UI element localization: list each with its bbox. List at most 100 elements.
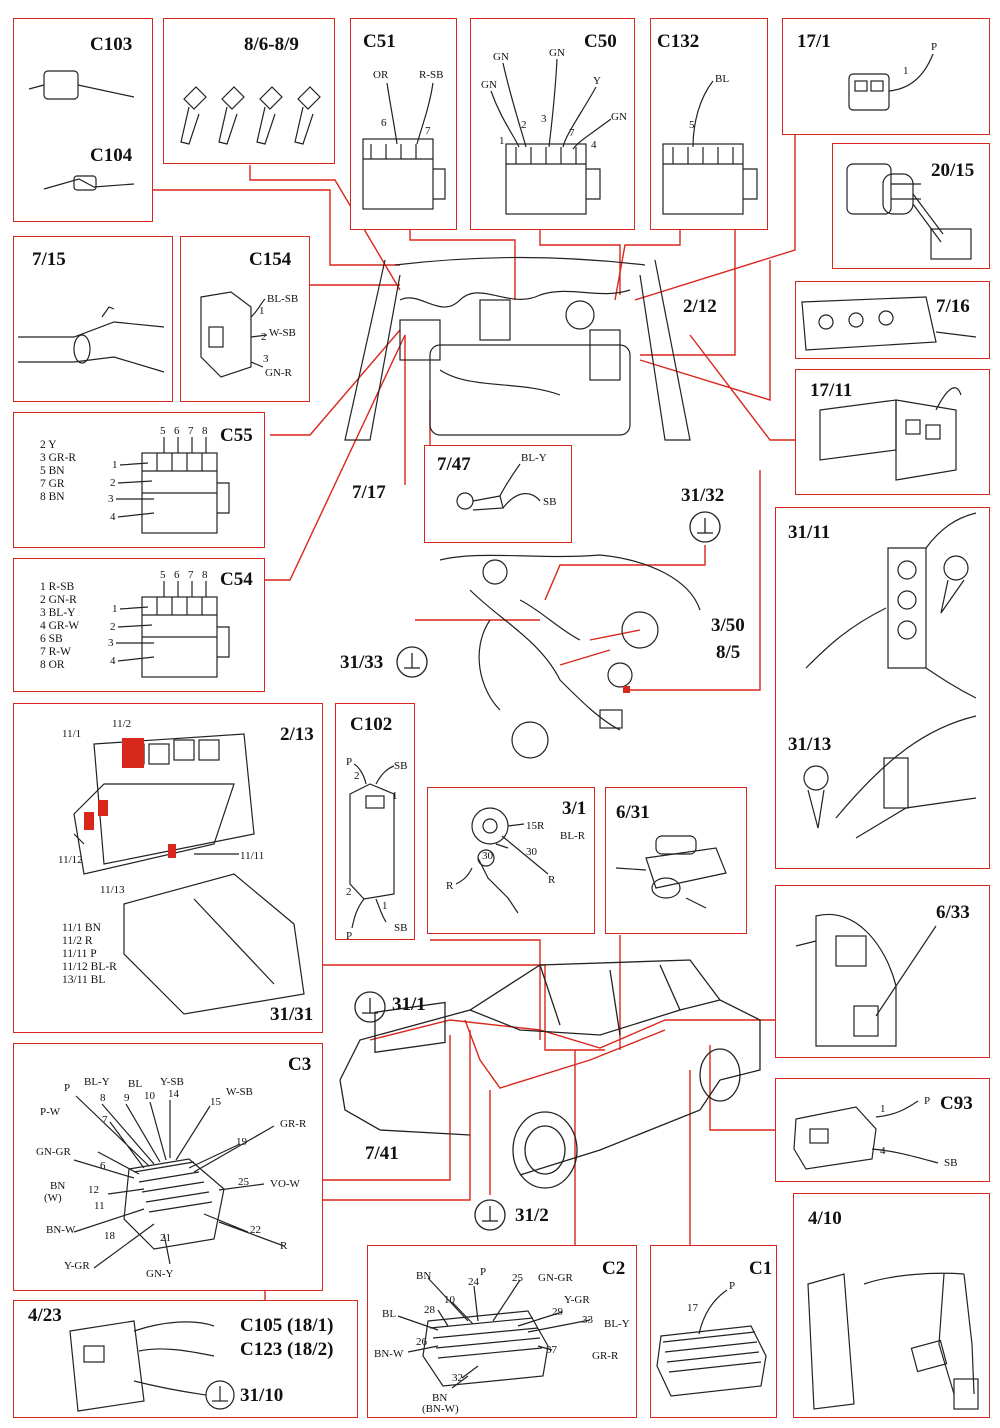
c1-drawing bbox=[656, 1289, 767, 1397]
title-c54: C54 bbox=[220, 569, 253, 590]
wire-p-top: P bbox=[346, 756, 353, 768]
wire-gn-gr: GN-GR bbox=[36, 1146, 71, 1158]
wire-sb-top: SB bbox=[394, 760, 408, 772]
pin: 7 bbox=[188, 569, 194, 581]
list-item: 11/11 P bbox=[62, 948, 97, 960]
c50-connector-drawing bbox=[490, 58, 612, 215]
box-17-11: 17/11 bbox=[795, 369, 990, 495]
box-c93: C93 P SB 1 4 bbox=[775, 1078, 990, 1182]
title-3-1: 3/1 bbox=[562, 798, 587, 819]
label-15r: 15R bbox=[526, 820, 545, 832]
label-3-50: 3/50 bbox=[711, 615, 745, 636]
17-11-drawing bbox=[819, 387, 962, 481]
wire-sb: SB bbox=[944, 1157, 958, 1169]
pin-7: 7 bbox=[425, 125, 431, 137]
c154-drawing bbox=[200, 291, 268, 378]
list-item: 6 SB bbox=[40, 633, 63, 645]
pin: 32 bbox=[452, 1372, 463, 1384]
wire-bl: BL bbox=[715, 73, 730, 85]
c55-drawing bbox=[116, 437, 230, 534]
list-item: 5 BN bbox=[40, 465, 65, 477]
c102-drawing bbox=[349, 763, 395, 929]
box-c51: C51 OR R-SB 6 7 bbox=[350, 18, 457, 230]
wire-gn-r: GN-R bbox=[265, 367, 292, 379]
c51-connector-drawing bbox=[362, 82, 446, 210]
pin-4: 4 bbox=[880, 1145, 886, 1157]
title-7-15: 7/15 bbox=[32, 249, 66, 270]
list-item: 3 GR-R bbox=[40, 452, 77, 464]
list-item: 7 GR bbox=[40, 478, 65, 490]
title-2-13: 2/13 bbox=[280, 724, 314, 745]
6-33-drawing bbox=[795, 913, 937, 1047]
c3-drawing bbox=[73, 1095, 285, 1269]
pin-2b: 2 bbox=[346, 886, 352, 898]
pin: 24 bbox=[468, 1276, 479, 1288]
box-c102: C102 P SB P SB 2 1 2 1 bbox=[335, 703, 415, 942]
title-31-13: 31/13 bbox=[788, 734, 832, 755]
label-bl-r: BL-R bbox=[560, 830, 586, 842]
wire-gr-r: GR-R bbox=[280, 1118, 307, 1130]
title-6-31: 6/31 bbox=[616, 802, 650, 823]
label-11-1: 11/1 bbox=[62, 728, 82, 740]
pin: 7 bbox=[188, 425, 194, 437]
wire-bl-y: BL-Y bbox=[521, 452, 547, 464]
pin-1: 1 bbox=[392, 790, 398, 802]
pin: 9 bbox=[124, 1092, 130, 1104]
pin: 25 bbox=[238, 1176, 249, 1188]
wire-r-sb: R-SB bbox=[419, 69, 444, 81]
list-item: 13/11 BL bbox=[62, 974, 106, 986]
box-6-33: 6/33 bbox=[775, 885, 990, 1058]
title-17-11: 17/11 bbox=[810, 380, 853, 401]
wire-w-sb: W-SB bbox=[226, 1086, 253, 1098]
fusebox-drawing bbox=[73, 733, 305, 1015]
wire-gr-r: GR-R bbox=[592, 1350, 619, 1362]
wire-p-w: P-W bbox=[40, 1106, 61, 1118]
label-7-41: 7/41 bbox=[365, 1143, 399, 1164]
box-7-47: 7/47 BL-Y SB bbox=[424, 445, 572, 543]
title-4-10: 4/10 bbox=[808, 1208, 842, 1229]
wire-p: P bbox=[480, 1266, 487, 1278]
pin: 4 bbox=[110, 655, 116, 667]
label-r-right: R bbox=[548, 874, 556, 886]
wire-bn-w-paren: (BN-W) bbox=[422, 1403, 459, 1415]
label-11-11: 11/11 bbox=[240, 850, 265, 862]
pin: 4 bbox=[110, 511, 116, 523]
c54-drawing bbox=[116, 581, 230, 678]
20-15-drawing bbox=[846, 163, 972, 260]
wire-p-bottom: P bbox=[346, 930, 353, 942]
title-c51: C51 bbox=[363, 31, 396, 52]
pin: 5 bbox=[160, 569, 166, 581]
list-item: 11/12 BL-R bbox=[62, 961, 117, 973]
list-item: 8 OR bbox=[40, 659, 65, 671]
label-2-12: 2/12 bbox=[683, 296, 717, 317]
pin-4: 4 bbox=[591, 139, 597, 151]
title-c103: C103 bbox=[90, 34, 133, 55]
list-item: 1 R-SB bbox=[40, 581, 75, 593]
wire-gn-1: GN bbox=[493, 51, 509, 63]
4-23-drawing bbox=[69, 1320, 235, 1412]
title-c2: C2 bbox=[602, 1258, 626, 1279]
pin: 21 bbox=[160, 1232, 171, 1244]
pin: 26 bbox=[416, 1336, 427, 1348]
title-c132: C132 bbox=[657, 31, 700, 52]
wire-y-gr: Y-GR bbox=[564, 1294, 590, 1306]
label-r-left: R bbox=[446, 880, 454, 892]
label-31-31: 31/31 bbox=[270, 1004, 314, 1025]
pin: 25 bbox=[512, 1272, 523, 1284]
title-c3: C3 bbox=[288, 1054, 312, 1075]
title-20-15: 20/15 bbox=[931, 160, 975, 181]
label-11-2: 11/2 bbox=[112, 718, 132, 730]
pin-3: 3 bbox=[541, 113, 547, 125]
31-11-drawing bbox=[803, 512, 977, 839]
title-31-11: 31/11 bbox=[788, 522, 831, 543]
label-8-5: 8/5 bbox=[716, 642, 741, 663]
pin: 8 bbox=[202, 425, 208, 437]
pin-2: 2 bbox=[354, 770, 360, 782]
c132-connector-drawing bbox=[662, 80, 758, 215]
label-31-32: 31/32 bbox=[681, 485, 725, 506]
pin: 3 bbox=[108, 637, 114, 649]
list-item: 2 GN-R bbox=[40, 594, 77, 606]
pin: 14 bbox=[168, 1088, 179, 1100]
label-7-17: 7/17 bbox=[352, 482, 386, 503]
